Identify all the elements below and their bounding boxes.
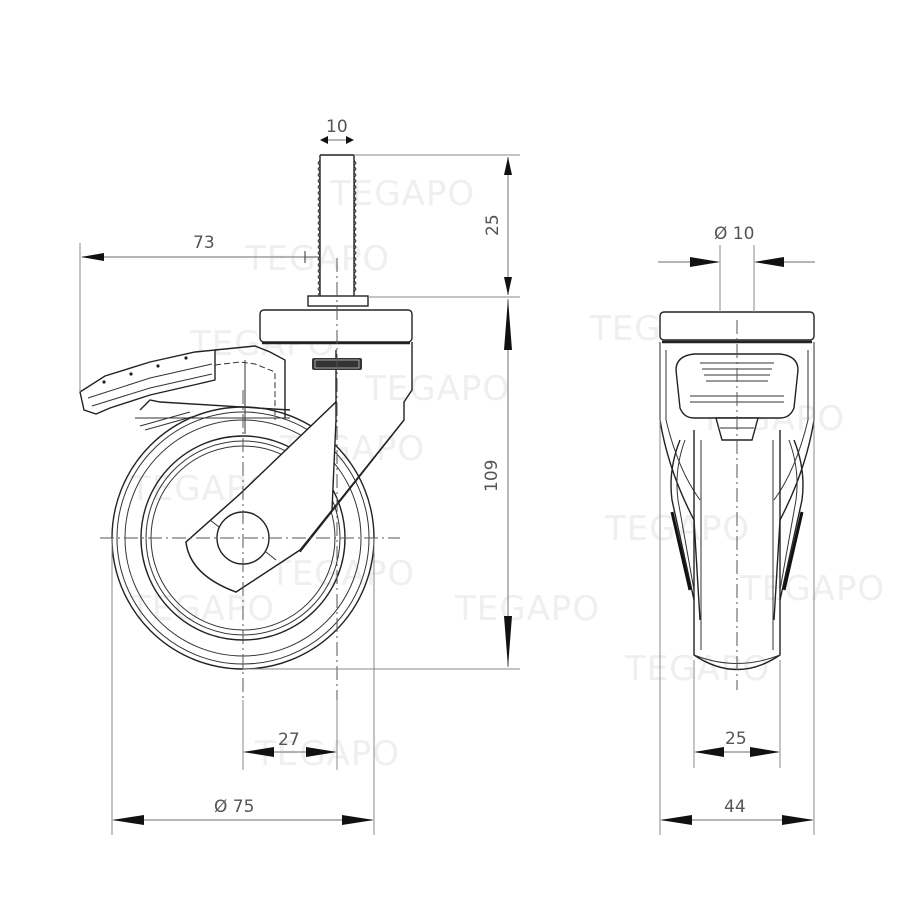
top-plate (259, 309, 413, 343)
dim-offset-label: 27 (278, 730, 300, 750)
stem-washer (307, 295, 369, 307)
dim-stem-diameter: Ø 10 (658, 224, 815, 312)
threaded-stem (317, 154, 357, 296)
dim-stem-diameter-label: Ø 10 (714, 224, 754, 244)
dim-overall-width-label: 44 (724, 797, 746, 817)
dim-brake-offset: 73 (79, 233, 338, 392)
watermark: TEGAPO (244, 239, 390, 279)
dim-brake-offset-label: 73 (193, 233, 215, 253)
watermark: TEGAPO (129, 589, 275, 629)
brake-lever (79, 345, 291, 434)
watermark: TEGAPO (364, 369, 510, 409)
watermark: TEGAPO (254, 734, 400, 774)
dim-stem-width-label: 10 (326, 117, 348, 137)
dim-stem-length-label: 25 (483, 214, 503, 236)
watermark: TEGAPO (329, 174, 475, 214)
dim-stem-length: 25 (354, 154, 520, 298)
dim-height-label: 109 (482, 460, 502, 492)
dim-tread-width-label: 25 (725, 729, 747, 749)
watermark: TEGAPO (454, 589, 600, 629)
dim-tread-width: 25 (693, 660, 781, 768)
dim-stem-width: 10 (320, 117, 354, 144)
dim-wheel-diameter-label: Ø 75 (214, 797, 254, 817)
watermark: TEGAPO (739, 569, 885, 609)
dim-wheel-diameter: Ø 75 (111, 538, 375, 835)
dim-offset: 27 (242, 700, 338, 770)
dim-height: 109 (243, 299, 520, 670)
front-view: Ø 10 25 44 (658, 224, 815, 835)
dim-overall-width: 44 (659, 342, 815, 835)
side-view: 10 25 73 109 (79, 117, 520, 835)
watermark: TEGAPO (269, 554, 415, 594)
